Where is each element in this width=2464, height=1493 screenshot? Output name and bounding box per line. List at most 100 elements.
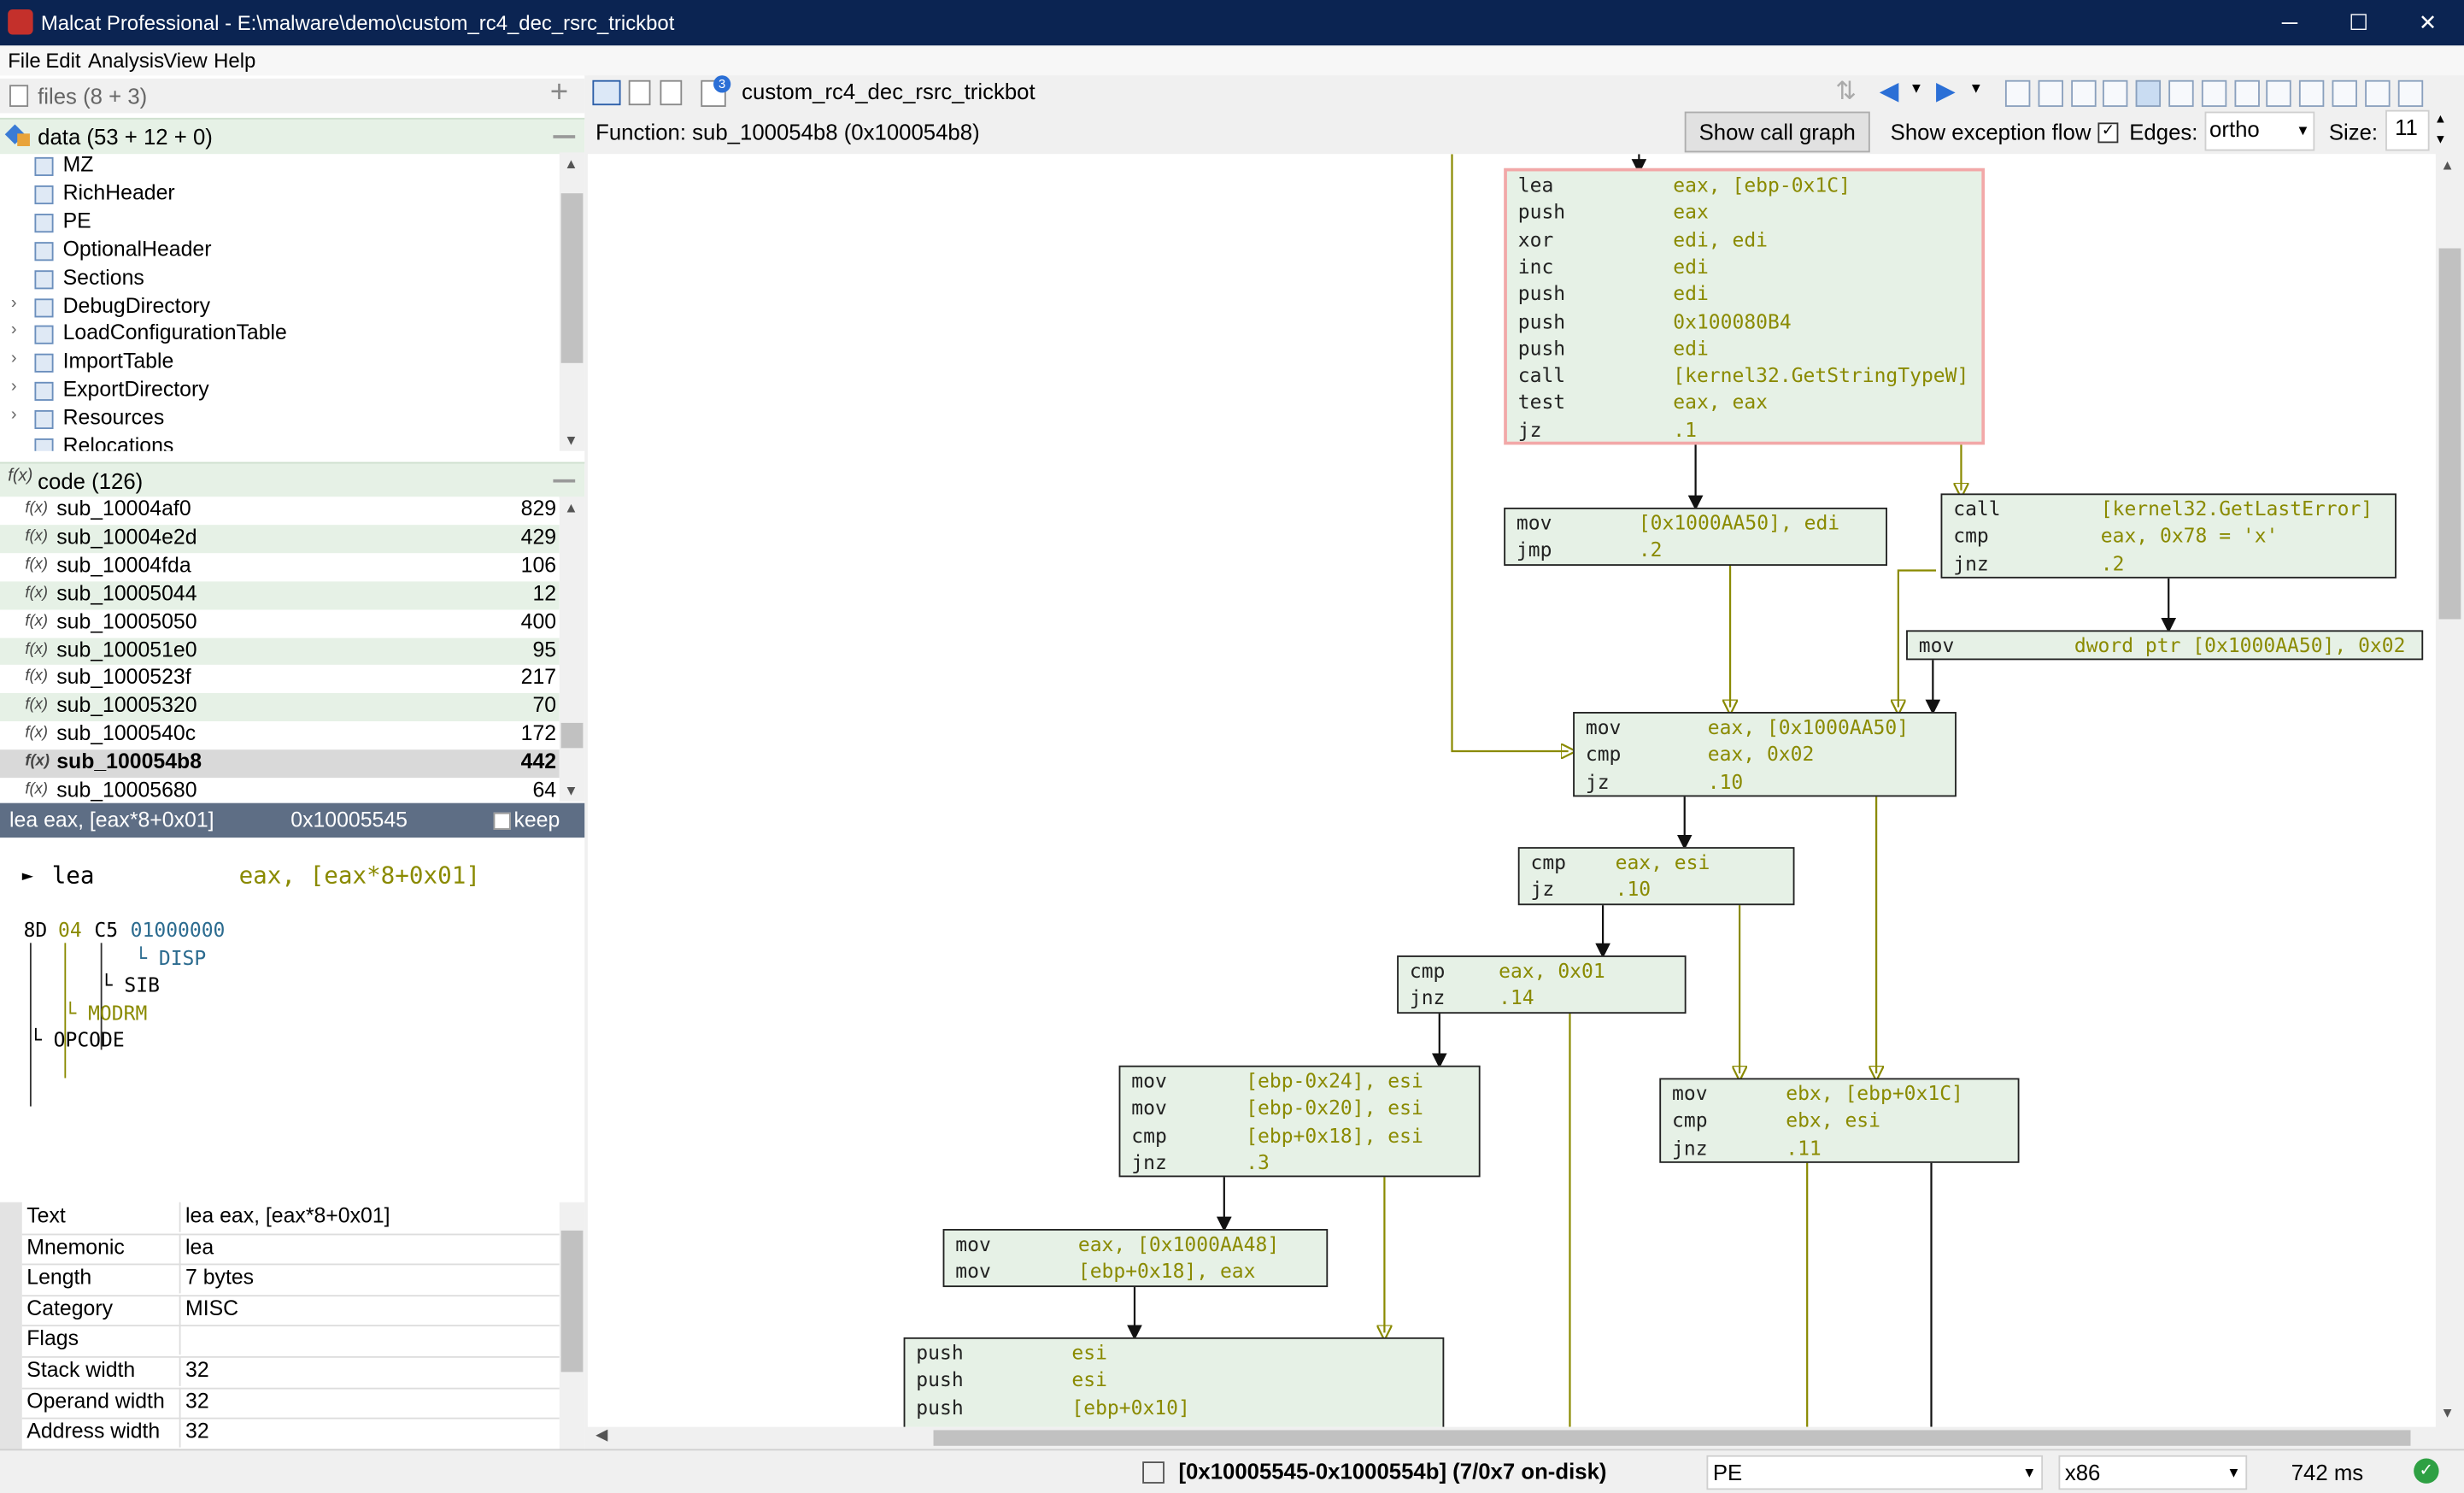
properties-scrollbar[interactable]: [559, 1202, 585, 1449]
back-icon[interactable]: ◀: [1879, 78, 1899, 106]
source-view-icon[interactable]: [2135, 79, 2162, 108]
scroll-left-icon[interactable]: ◀: [595, 1426, 608, 1444]
code-panel-header[interactable]: f(x) code (126): [0, 461, 585, 498]
scroll-up-icon[interactable]: ▲: [564, 499, 578, 516]
expand-chevron-icon[interactable]: ›: [10, 292, 17, 313]
menu-edit[interactable]: Edit: [45, 49, 81, 73]
add-file-button[interactable]: +: [549, 75, 569, 110]
exception-flow-checkbox[interactable]: ✓: [2097, 122, 2119, 144]
close-doc-icon[interactable]: [660, 79, 683, 106]
data-tree-item[interactable]: PE: [0, 209, 560, 237]
expand-chevron-icon[interactable]: ›: [10, 320, 17, 340]
chart-view-icon[interactable]: [2332, 79, 2357, 108]
menu-help[interactable]: Help: [214, 49, 256, 73]
keep-checkbox[interactable]: [493, 812, 511, 830]
graph-vscroll[interactable]: ▲ ▼: [2435, 154, 2464, 1427]
data-tree-item[interactable]: MZ: [0, 152, 560, 180]
document-tab[interactable]: custom_rc4_dec_rsrc_trickbot: [742, 78, 1035, 104]
function-scrollbar[interactable]: ▲ ▼: [559, 497, 585, 802]
scroll-thumb[interactable]: [560, 722, 584, 749]
sync-scroll-icon[interactable]: ⇅: [1835, 78, 1857, 106]
scroll-thumb[interactable]: [2438, 248, 2461, 620]
info-view-icon[interactable]: [2266, 79, 2292, 108]
scroll-down-icon[interactable]: ▼: [2440, 1404, 2455, 1421]
new-doc-icon[interactable]: [628, 79, 651, 106]
back-dropdown-icon[interactable]: ▼: [1909, 79, 1924, 97]
data-tree-item[interactable]: ›LoadConfigurationTable: [0, 321, 560, 350]
data-tree-item[interactable]: Sections: [0, 265, 560, 293]
web-view-icon[interactable]: [2364, 79, 2391, 108]
layout-icon[interactable]: [592, 79, 621, 106]
resources-view-icon[interactable]: [2299, 79, 2325, 108]
scroll-thumb[interactable]: [933, 1430, 2411, 1446]
collapse-code-icon[interactable]: [553, 479, 576, 483]
data-tree-item[interactable]: ›Resources: [0, 406, 560, 434]
expand-arrow-icon[interactable]: ►: [21, 864, 34, 887]
collapse-data-icon[interactable]: [553, 135, 576, 138]
text-view-icon[interactable]: [2168, 79, 2194, 108]
arch-select[interactable]: x86 ▼: [2058, 1455, 2248, 1490]
scroll-thumb[interactable]: [560, 1230, 584, 1373]
data-tree-item[interactable]: Relocations: [0, 434, 560, 451]
data-tree-item[interactable]: ›DebugDirectory: [0, 293, 560, 321]
scroll-down-icon[interactable]: ▼: [564, 782, 578, 799]
data-tree-item[interactable]: ›ExportDirectory: [0, 378, 560, 406]
scroll-down-icon[interactable]: ▼: [564, 432, 578, 449]
strings-view-icon[interactable]: [2201, 79, 2226, 108]
graph-view-icon[interactable]: [2103, 79, 2129, 108]
edges-select[interactable]: ortho ▼: [2204, 111, 2315, 151]
data-scrollbar[interactable]: ▲ ▼: [559, 152, 585, 451]
expand-chevron-icon[interactable]: ›: [10, 405, 17, 425]
data-tree-item[interactable]: ›ImportTable: [0, 350, 560, 378]
property-row[interactable]: Flags: [21, 1325, 560, 1358]
scroll-up-icon[interactable]: ▲: [2440, 156, 2455, 173]
forward-dropdown-icon[interactable]: ▼: [1968, 79, 1984, 97]
expand-chevron-icon[interactable]: ›: [10, 349, 17, 368]
menu-view[interactable]: View: [163, 49, 208, 73]
show-call-graph-button[interactable]: Show call graph: [1684, 111, 1870, 153]
size-down-icon[interactable]: ▼: [2434, 132, 2447, 147]
disasm-view-icon[interactable]: [2070, 79, 2096, 108]
hex-view-icon[interactable]: [2004, 79, 2031, 108]
files-panel-header[interactable]: files (8 + 3) +: [0, 75, 585, 114]
data-panel-header[interactable]: data (53 + 12 + 0): [0, 117, 585, 155]
menu-analysis[interactable]: Analysis: [88, 49, 165, 73]
entropy-view-icon[interactable]: [2233, 79, 2260, 108]
script-view-icon[interactable]: [2397, 79, 2423, 108]
maximize-button[interactable]: ☐: [2349, 9, 2369, 35]
forward-icon[interactable]: ▶: [1936, 78, 1956, 106]
data-tree-item[interactable]: OptionalHeader: [0, 237, 560, 265]
data-tree-item[interactable]: RichHeader: [0, 180, 560, 209]
scroll-thumb[interactable]: [560, 193, 584, 363]
scroll-up-icon[interactable]: ▲: [564, 156, 578, 172]
close-button[interactable]: ✕: [2418, 9, 2438, 35]
size-input[interactable]: 11: [2385, 109, 2430, 151]
